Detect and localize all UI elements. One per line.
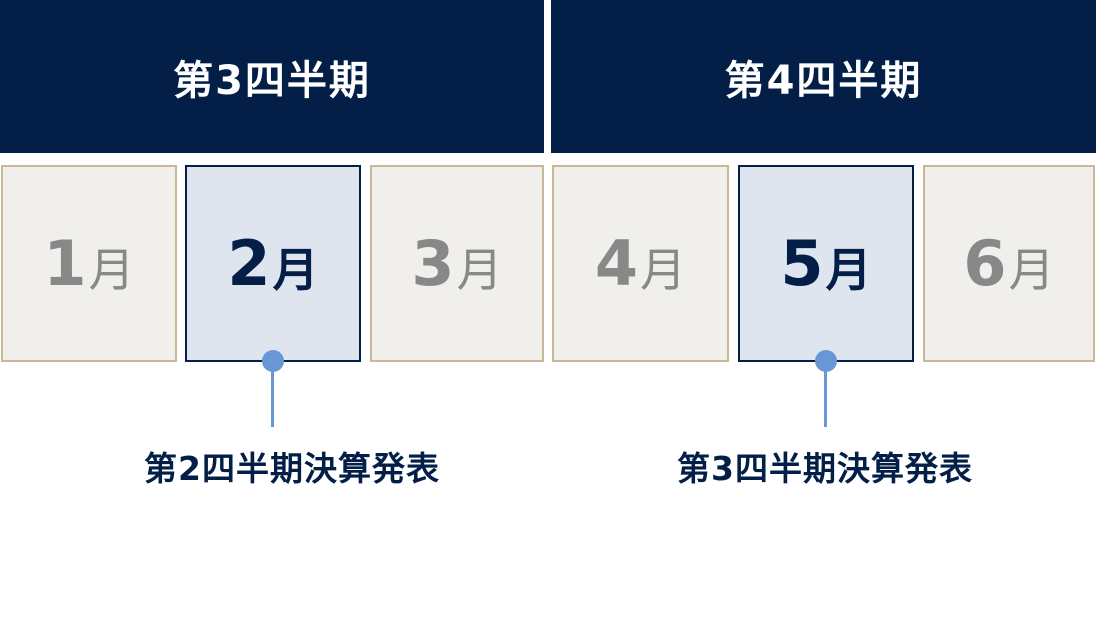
marker-stem — [271, 362, 274, 427]
month-number: 4 — [594, 226, 639, 300]
quarter-header-q3: 第3四半期 — [0, 0, 544, 153]
annotation-label: 第2四半期決算発表 — [144, 449, 440, 488]
month-number: 6 — [963, 226, 1007, 300]
quarter-title: 第3四半期 — [173, 57, 371, 104]
month-number: 3 — [411, 226, 455, 300]
month-number: 5 — [780, 226, 824, 300]
annotation-label: 第3四半期決算発表 — [677, 449, 973, 488]
month-unit: 月 — [825, 242, 872, 297]
month-unit: 月 — [640, 242, 687, 297]
month-unit: 月 — [272, 242, 319, 297]
quarter-title: 第4四半期 — [724, 57, 923, 104]
month-number: 1 — [43, 226, 87, 300]
month-number: 2 — [227, 226, 271, 300]
marker-dot-icon — [815, 350, 837, 372]
marker-stem — [824, 362, 827, 427]
month-unit: 月 — [1008, 242, 1055, 297]
month-unit: 月 — [456, 242, 503, 297]
month-unit: 月 — [88, 242, 135, 297]
marker-dot-icon — [262, 350, 284, 372]
quarter-header-q4: 第4四半期 — [551, 0, 1096, 153]
